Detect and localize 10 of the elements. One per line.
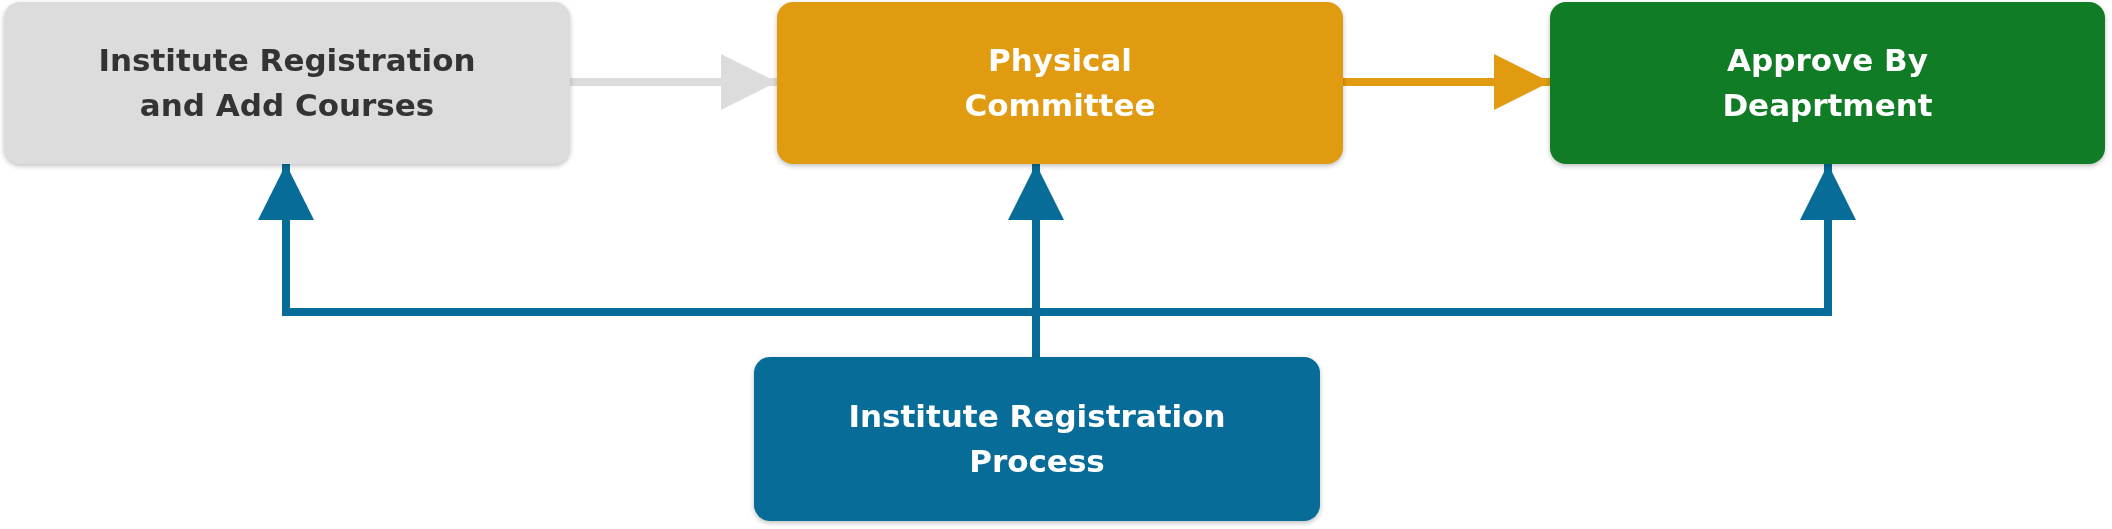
box-label: Approve By Deaprtment [1721,41,1934,125]
process-box [777,2,1343,164]
box-label: Institute Registration Process [847,397,1227,481]
arrow [1343,54,1550,110]
process-box [754,357,1320,521]
box-label: Institute Registration and Add Courses [97,41,477,125]
arrow [570,54,777,110]
process-box [4,2,570,164]
process-box [1550,2,2105,164]
box-label: Physical Committee [963,41,1157,125]
